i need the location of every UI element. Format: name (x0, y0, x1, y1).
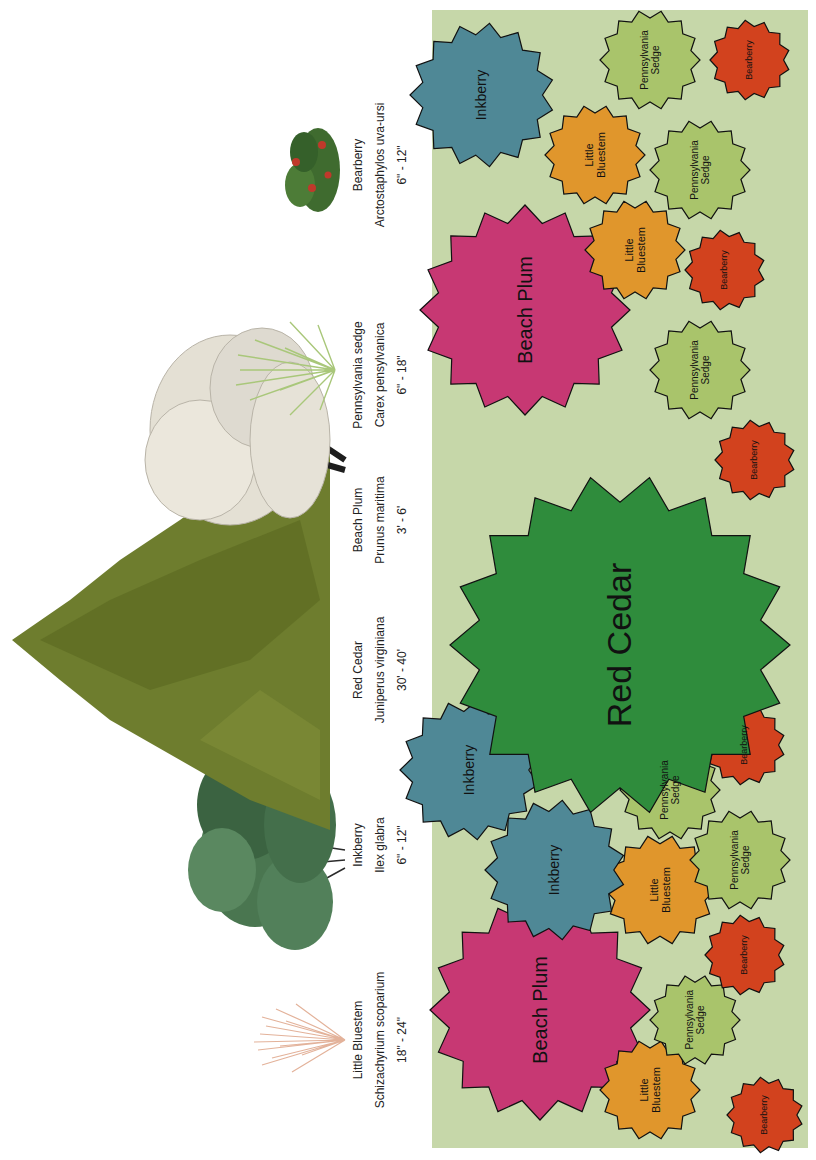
plant-symbol: Pennsylvania Sedge (600, 10, 700, 110)
plant-caption: 18" - 24" (396, 1017, 408, 1063)
plant-caption: Beach Plum (352, 488, 364, 553)
plant-symbol: Red Cedar (450, 475, 790, 815)
plant-name: Pennsylvania Sedge (689, 138, 711, 203)
plant-symbol: Pennsylvania Sedge (650, 120, 750, 220)
plant-caption: Juniperus virginiana (374, 617, 386, 724)
star-shape (705, 915, 784, 994)
plant-symbol: Bearberry (710, 20, 790, 100)
plant-caption: Pennsylvania sedge (352, 321, 364, 428)
plant-caption: 30' - 40' (396, 649, 408, 691)
star-shape (600, 11, 700, 108)
plant-symbol: Inkberry (410, 23, 554, 167)
pennsylvania-sedge-picture (236, 322, 335, 415)
plant-caption: Schizachyrium scoparium (374, 972, 386, 1109)
star-shape (727, 1077, 802, 1152)
plant-symbol: Little Bluestem (585, 200, 685, 300)
plant-name: Little Bluestem (583, 123, 607, 188)
plant-name: Pennsylvania Sedge (659, 758, 681, 823)
plant-name: Pennsylvania Sedge (689, 338, 711, 403)
plant-symbol: Little Bluestem (545, 105, 645, 205)
star-shape (650, 121, 750, 218)
bearberry-picture (285, 128, 340, 212)
plant-name: Little Bluestem (648, 854, 672, 926)
plant-symbol: Bearberry (685, 230, 765, 310)
plant-caption: Red Cedar (352, 641, 364, 699)
plant-name: Bearberry (740, 725, 750, 765)
plant-caption: 6" - 12" (396, 825, 408, 864)
plant-name: Little Bluestem (623, 218, 647, 283)
plant-name: Bearberry (740, 935, 750, 975)
plant-caption: Little Bluestem (352, 1001, 364, 1080)
plant-caption: 6" - 18" (396, 355, 408, 394)
plant-symbol: Bearberry (715, 420, 795, 500)
plant-name: Bearberry (760, 1095, 770, 1135)
star-shape (710, 20, 789, 99)
plant-caption: Bearberry (352, 139, 364, 192)
star-shape (650, 321, 750, 418)
plant-name: Red Cedar (601, 563, 638, 727)
plant-name: Pennsylvania Sedge (729, 828, 751, 893)
plant-caption: 3' - 6' (396, 506, 408, 535)
little-bluestem-picture (254, 1004, 345, 1072)
plant-name: Bearberry (720, 250, 730, 290)
star-shape (650, 976, 740, 1064)
star-shape (690, 811, 790, 908)
plant-name: Beach Plum (529, 956, 551, 1064)
plant-symbol: Pennsylvania Sedge (650, 320, 750, 420)
beach-plum-picture (145, 328, 345, 525)
plant-name: Pennsylvania Sedge (639, 28, 661, 93)
plant-name: Inkberry (474, 70, 489, 121)
plant-caption: Arctostaphylos uva-ursi (374, 103, 386, 228)
plant-symbol: Pennsylvania Sedge (690, 810, 790, 910)
plant-name: Inkberry (547, 845, 562, 896)
plant-name: Little Bluestem (638, 1058, 662, 1123)
plant-caption: Carex pensylvanica (374, 323, 386, 428)
plant-caption: Inkberry (352, 823, 364, 866)
plant-caption: Prunus maritima (374, 476, 386, 563)
star-shape (585, 201, 685, 298)
plant-name: Bearberry (750, 440, 760, 480)
plant-symbol: Pennsylvania Sedge (650, 975, 740, 1065)
plant-name: Inkberry (462, 745, 477, 796)
star-shape (715, 420, 794, 499)
star-shape (685, 230, 764, 309)
plant-name: Bearberry (745, 40, 755, 80)
star-shape (410, 23, 552, 166)
star-shape (545, 106, 645, 203)
plant-caption: Ilex glabra (374, 817, 386, 872)
plant-caption: 6" - 12" (396, 145, 408, 184)
star-shape (450, 478, 790, 813)
plant-symbol: Bearberry (705, 915, 785, 995)
plant-symbol: Bearberry (727, 1077, 803, 1153)
plant-name: Beach Plum (514, 256, 536, 364)
plant-name: Pennsylvania Sedge (684, 991, 706, 1050)
